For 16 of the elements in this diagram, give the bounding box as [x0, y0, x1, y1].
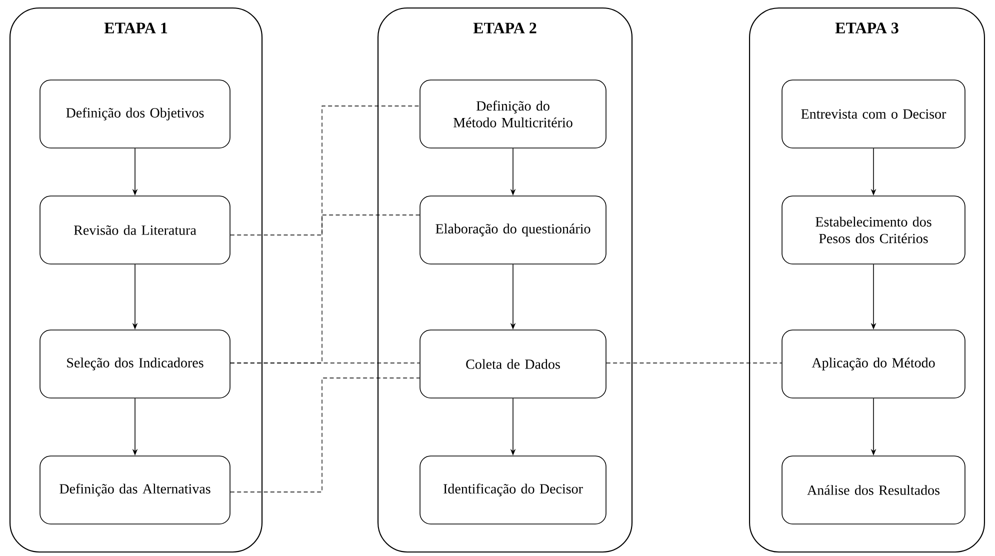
process-box: Identificação do Decisor: [420, 456, 606, 524]
connector-line: [230, 106, 420, 236]
process-box: Aplicação do Método: [782, 330, 966, 398]
process-box: Definição do Método Multicritério: [420, 80, 606, 148]
process-box: Análise dos Resultados: [782, 456, 966, 524]
process-box: Estabelecimento dos Pesos dos Critérios: [782, 196, 966, 264]
process-box: Coleta de Dados: [420, 330, 606, 398]
connector-line: [230, 378, 420, 492]
connector-line: [230, 362, 420, 364]
connector-line: [606, 362, 782, 364]
process-box: Definição dos Objetivos: [40, 80, 230, 148]
process-box: Elaboração do questionário: [420, 196, 606, 264]
process-box: Revisão da Literatura: [40, 196, 230, 264]
process-box: Seleção dos Indicadores: [40, 330, 230, 398]
process-box: Definição das Alternativas: [40, 456, 230, 524]
process-box: Entrevista com o Decisor: [782, 80, 966, 148]
